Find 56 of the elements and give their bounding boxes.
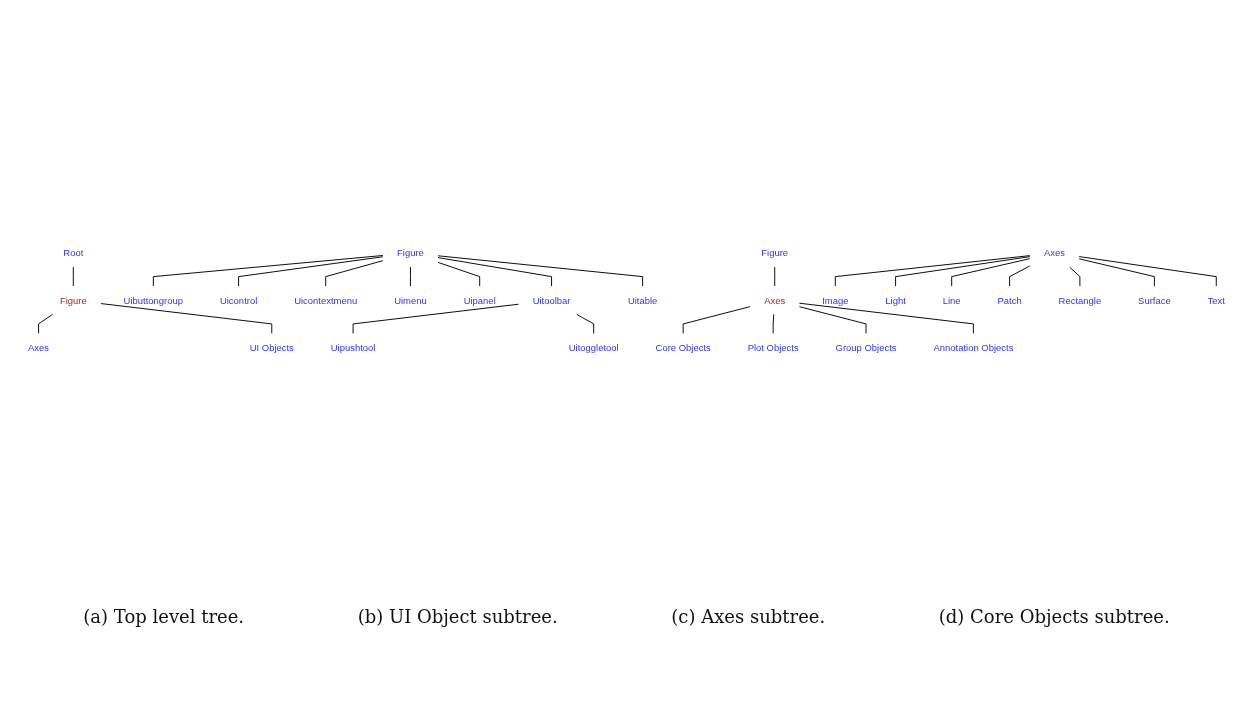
node-text: Uicontrol xyxy=(219,294,258,306)
node-text: Figure xyxy=(397,247,424,258)
connector xyxy=(1069,266,1081,287)
node-text: Patch xyxy=(997,294,1022,306)
node-text: Figure xyxy=(59,294,87,306)
node-text: UI Objects xyxy=(249,342,294,353)
figure-caption: (d) Core Objects subtree. xyxy=(938,606,1170,627)
node-text: Axes xyxy=(764,294,786,306)
node-text: Annotation Objects xyxy=(933,342,1014,353)
connector xyxy=(72,266,74,287)
connector xyxy=(410,266,411,287)
node-text: Root xyxy=(63,247,84,258)
node-text: Uitable xyxy=(627,294,658,306)
figure-caption: (a) Top level tree. xyxy=(83,606,245,627)
node-text: Image xyxy=(822,294,849,306)
node-text: Uitoolbar xyxy=(532,294,571,306)
connector xyxy=(1078,255,1217,287)
connector xyxy=(834,254,1031,287)
connector xyxy=(895,255,1031,287)
node-text: Figure xyxy=(761,247,789,258)
connector xyxy=(774,266,776,287)
connector xyxy=(437,261,481,287)
connector xyxy=(152,254,384,287)
connector xyxy=(238,256,384,287)
node-text: Axes xyxy=(28,342,50,353)
node-text: Uitoggletool xyxy=(568,342,619,353)
node-text: Line xyxy=(942,294,961,306)
node-text: Core Objects xyxy=(655,342,711,353)
node-text: Uipanel xyxy=(463,294,496,306)
connector xyxy=(951,257,1031,287)
node-text: Uibuttongroup xyxy=(123,294,184,306)
connector xyxy=(798,305,867,334)
connector xyxy=(325,259,384,287)
connector xyxy=(772,313,775,334)
connector xyxy=(682,305,751,334)
figure-caption: (b) UI Object subtree. xyxy=(357,606,558,627)
node-text: Axes xyxy=(1043,247,1065,258)
connector xyxy=(576,313,595,334)
connector xyxy=(437,256,553,287)
node-text: Uimenu xyxy=(394,294,427,306)
connector xyxy=(38,313,53,334)
connector xyxy=(352,303,519,334)
connector xyxy=(1009,265,1031,287)
connector xyxy=(1078,258,1155,287)
node-text: Light xyxy=(885,294,906,306)
figure-caption: (c) Axes subtree. xyxy=(671,606,826,627)
node-text: Group Objects xyxy=(835,342,897,353)
node-text: Plot Objects xyxy=(747,342,799,353)
connector xyxy=(100,302,273,334)
node-text: Rectangle xyxy=(1058,294,1102,306)
node-text: Text xyxy=(1207,294,1225,306)
node-text: Uipushtool xyxy=(330,342,376,353)
connector xyxy=(798,302,974,334)
connector xyxy=(437,255,644,287)
node-text: Uicontextmenu xyxy=(294,294,358,306)
node-text: Surface xyxy=(1138,294,1171,306)
